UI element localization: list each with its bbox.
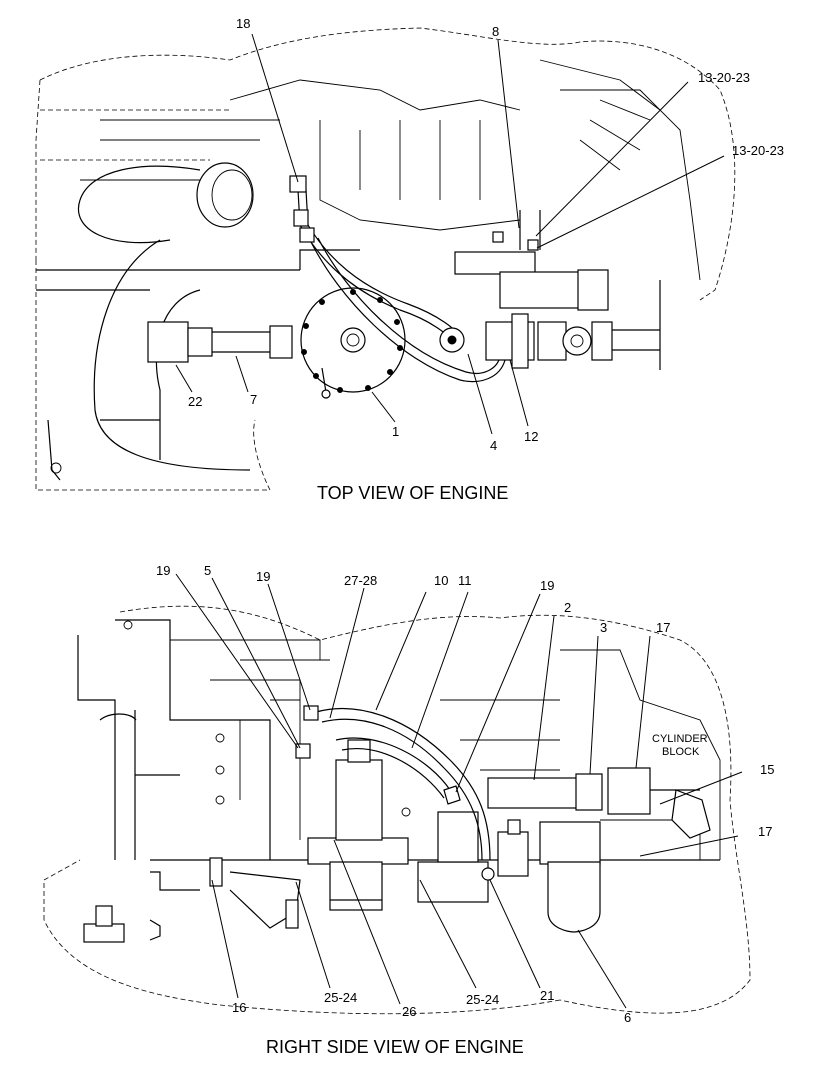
callout-1: 1 xyxy=(392,424,399,439)
callout-2: 2 xyxy=(564,600,571,615)
callout-3: 3 xyxy=(600,620,607,635)
callout-13-20-23-b: 13-20-23 xyxy=(732,143,784,158)
side-view-caption: RIGHT SIDE VIEW OF ENGINE xyxy=(266,1037,524,1057)
callout-18: 18 xyxy=(236,16,250,31)
callout-25-24-b: 25-24 xyxy=(466,992,499,1007)
callout-19-b: 19 xyxy=(256,569,270,584)
callout-21: 21 xyxy=(540,988,554,1003)
callout-4: 4 xyxy=(490,438,497,453)
top-view-leaders xyxy=(175,33,725,435)
side-view-leaders xyxy=(175,573,743,1009)
callout-17-a: 17 xyxy=(656,620,670,635)
callout-19-a: 19 xyxy=(156,563,170,578)
callout-22: 22 xyxy=(188,394,202,409)
callout-19-c: 19 xyxy=(540,578,554,593)
top-view-callouts: 18 8 13-20-23 13-20-23 22 7 1 4 12 xyxy=(188,16,784,453)
callout-25-24-a: 25-24 xyxy=(324,990,357,1005)
callout-15: 15 xyxy=(760,762,774,777)
callout-6: 6 xyxy=(624,1010,631,1025)
side-view-callouts: 19 5 19 27-28 10 11 19 2 3 17 15 17 16 2… xyxy=(156,563,774,1025)
callout-13-20-23-a: 13-20-23 xyxy=(698,70,750,85)
callout-7: 7 xyxy=(250,392,257,407)
callout-10: 10 xyxy=(434,573,448,588)
callout-26: 26 xyxy=(402,1004,416,1019)
cylinder-block-label-line2: BLOCK xyxy=(662,746,700,758)
callout-5: 5 xyxy=(204,563,211,578)
callout-17-b: 17 xyxy=(758,824,772,839)
side-view-drawing xyxy=(43,605,751,1015)
callout-11: 11 xyxy=(458,573,472,588)
top-view-drawing xyxy=(35,27,736,491)
callout-16: 16 xyxy=(232,1000,246,1015)
callout-8: 8 xyxy=(492,24,499,39)
cylinder-block-label-line1: CYLINDER xyxy=(652,733,708,745)
callout-12: 12 xyxy=(524,429,538,444)
callout-27-28: 27-28 xyxy=(344,573,377,588)
top-view-caption: TOP VIEW OF ENGINE xyxy=(317,483,508,503)
